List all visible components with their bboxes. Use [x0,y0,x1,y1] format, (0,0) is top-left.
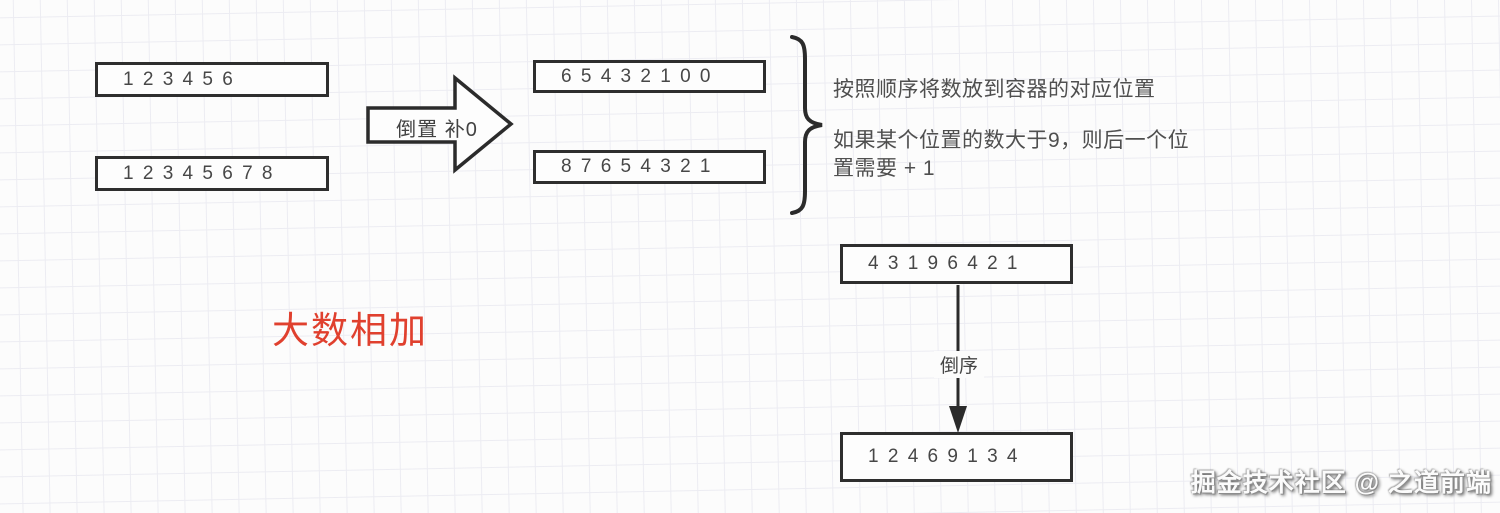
reverse-pad-block-arrow-icon [366,74,514,174]
reverse-pad-arrow-label: 倒置 补0 [396,119,478,141]
number-box-reversed-1-value: 6 5 4 3 2 1 0 0 [561,65,713,87]
number-box-reversed-1: 6 5 4 3 2 1 0 0 [533,60,766,93]
number-box-input-1-value: 1 2 3 4 5 6 [123,68,235,90]
number-box-input-2: 1 2 3 4 5 6 7 8 [95,156,329,191]
curly-brace-icon [790,35,823,215]
number-box-final-result-value: 1 2 4 6 9 1 3 4 [868,446,1020,467]
note-carry-rule: 如果某个位置的数大于9，则后一个位 置需要 + 1 [833,129,1190,180]
note-place-in-order: 按照顺序将数放到容器的对应位置 [833,78,1156,101]
number-box-input-1: 1 2 3 4 5 6 [95,62,329,97]
number-box-raw-sum-value: 4 3 1 9 6 4 2 1 [868,253,1020,274]
number-box-final-result: 1 2 4 6 9 1 3 4 [840,432,1073,482]
watermark: 掘金技术社区 @ 之道前端 [1190,469,1492,497]
number-box-input-2-value: 1 2 3 4 5 6 7 8 [123,162,275,184]
number-box-raw-sum: 4 3 1 9 6 4 2 1 [840,244,1073,284]
number-box-reversed-2: 8 7 6 5 4 3 2 1 [533,150,766,184]
number-box-reversed-2-value: 8 7 6 5 4 3 2 1 [561,156,713,177]
reverse-order-arrow-label: 倒序 [934,351,984,378]
page-title: 大数相加 [272,310,428,351]
down-arrow-icon [949,285,967,433]
